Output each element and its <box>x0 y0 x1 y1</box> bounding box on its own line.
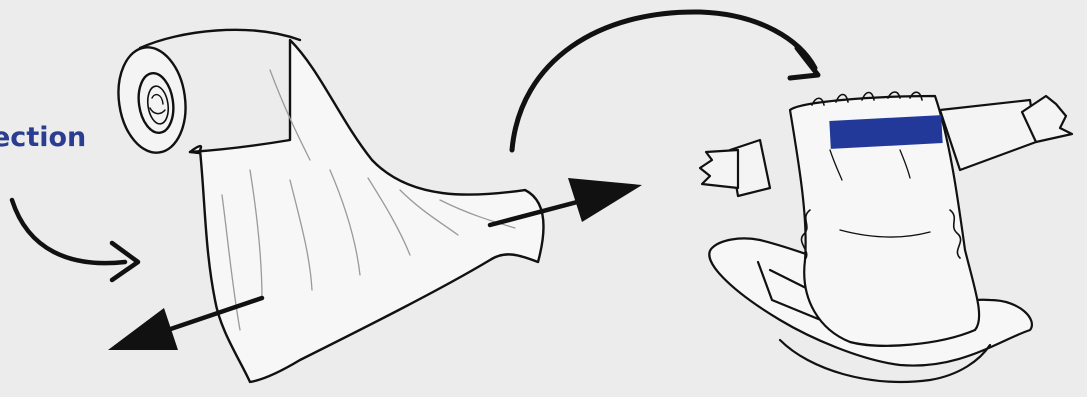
curved-arrow-left-icon <box>12 200 138 280</box>
curved-arrow-top-icon <box>512 12 818 150</box>
fabric-sheet <box>190 40 544 382</box>
fabric-roll <box>112 30 300 157</box>
diaper-waist-band <box>829 115 942 149</box>
